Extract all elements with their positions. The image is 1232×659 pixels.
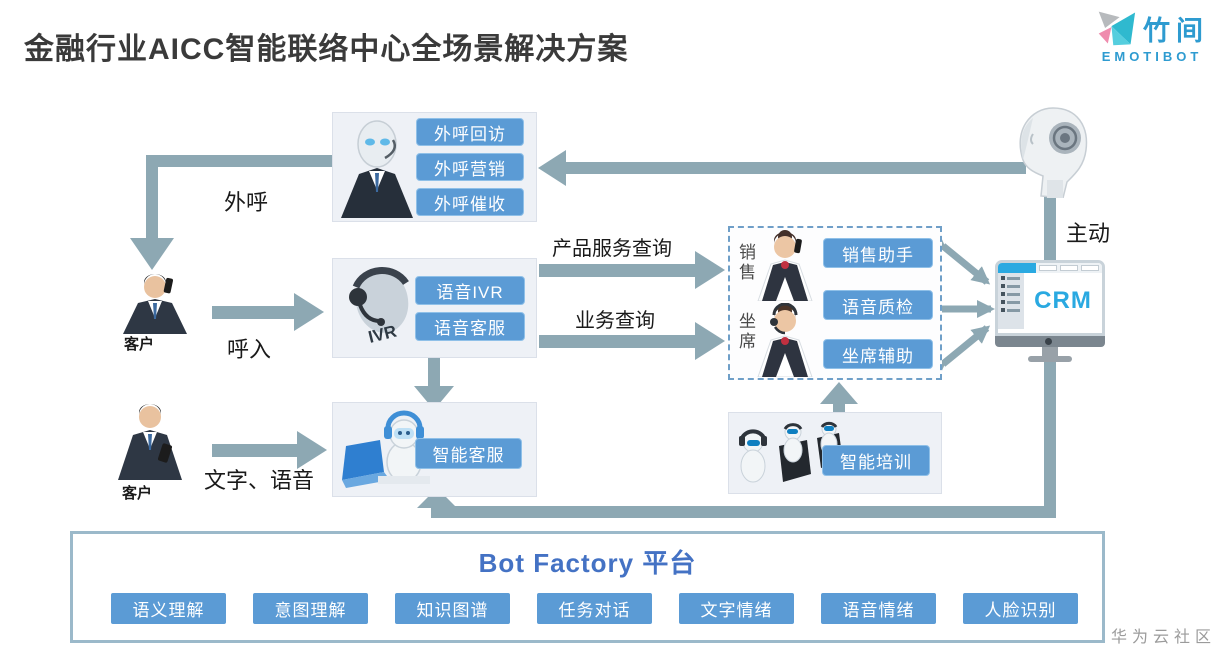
outbound-return-visit-button: 外呼回访: [416, 118, 524, 146]
intent-understanding-button: 意图理解: [253, 593, 368, 624]
inbound-arrowhead-icon: [294, 293, 324, 331]
text-voice-label: 文字、语音: [204, 468, 315, 493]
business-query-arrow-line: [539, 335, 696, 348]
bot-factory-panel: Bot Factory 平台 语义理解 意图理解 知识图谱 任务对话 文字情绪 …: [70, 531, 1105, 643]
crm-sidebar: [998, 273, 1024, 329]
product-query-arrowhead-icon: [695, 251, 725, 289]
outbound-robot-image: [341, 120, 413, 218]
ai-head-image: [1019, 107, 1088, 198]
product-query-arrow-line: [539, 264, 696, 277]
crm-stand: [1042, 347, 1058, 356]
business-query-arrowhead-icon: [695, 322, 725, 360]
outbound-connector-vline: [146, 155, 158, 239]
agents-crm-double-arrows-icon: [935, 232, 995, 378]
customer-label-bottom: 客户: [122, 485, 153, 502]
outbound-collection-button: 外呼催收: [416, 188, 524, 216]
semantic-understanding-button: 语义理解: [111, 593, 226, 624]
voice-service-button: 语音客服: [415, 312, 525, 341]
seat-assist-button: 坐席辅助: [823, 339, 933, 369]
training-to-agents-arrowhead-icon: [820, 382, 858, 404]
watermark: 华为云社区: [1110, 629, 1216, 646]
chatbot-image: [342, 410, 430, 488]
face-recognition-button: 人脸识别: [963, 593, 1078, 624]
customer-calling-image: [123, 274, 187, 334]
seat-agent-image: [757, 303, 813, 377]
business-query-label: 业务查询: [575, 310, 655, 332]
ivr-robot-image: IVR: [349, 267, 409, 347]
outbound-connector-hline: [146, 155, 332, 167]
voice-emotion-button: 语音情绪: [821, 593, 936, 624]
sales-assistant-button: 销售助手: [823, 238, 933, 268]
crm-label: CRM: [1034, 287, 1092, 314]
head-to-crm-line: [1044, 186, 1056, 266]
task-dialog-button: 任务对话: [537, 593, 652, 624]
smart-service-button: 智能客服: [415, 438, 522, 469]
crm-feedback-hline: [431, 506, 1056, 518]
ivr-to-chatbot-line: [428, 356, 440, 386]
logo-name: 竹间: [1143, 15, 1209, 46]
sales-agent-image: [757, 230, 813, 301]
text-emotion-button: 文字情绪: [679, 593, 794, 624]
proactive-label: 主动: [1066, 221, 1111, 246]
sales-group-label: 销售: [736, 243, 755, 283]
emotibot-logo: 竹间 EMOTIBOT: [1088, 8, 1216, 64]
crm-feedback-vline: [1044, 360, 1056, 518]
voice-qc-button: 语音质检: [823, 290, 933, 320]
smart-training-button: 智能培训: [822, 445, 930, 476]
crm-monitor: CRM: [995, 260, 1105, 362]
knowledge-graph-button: 知识图谱: [395, 593, 510, 624]
text-voice-arrow-line: [212, 444, 298, 457]
voice-ivr-button: 语音IVR: [415, 276, 525, 305]
page-title: 金融行业AICC智能联络中心全场景解决方案: [24, 33, 629, 66]
seat-group-label: 坐席: [736, 312, 755, 352]
inbound-arrow-line: [212, 306, 295, 319]
bot-factory-title: Bot Factory 平台: [478, 548, 697, 578]
inbound-label: 呼入: [227, 337, 272, 362]
proactive-arrow-line: [564, 162, 1026, 174]
outbound-arrowhead-down-icon: [130, 238, 174, 270]
emotibot-logo-icon: [1098, 11, 1136, 46]
customer-label-top: 客户: [124, 336, 155, 353]
outbound-label: 外呼: [224, 190, 269, 215]
crm-titlebar: [998, 263, 1036, 273]
proactive-arrowhead-icon: [538, 150, 566, 186]
customer-texting-image: [118, 404, 182, 480]
outbound-marketing-button: 外呼营销: [416, 153, 524, 181]
logo-wordmark: EMOTIBOT: [1101, 49, 1203, 64]
product-service-query-label: 产品服务查询: [552, 238, 672, 260]
text-voice-arrowhead-icon: [297, 431, 327, 469]
